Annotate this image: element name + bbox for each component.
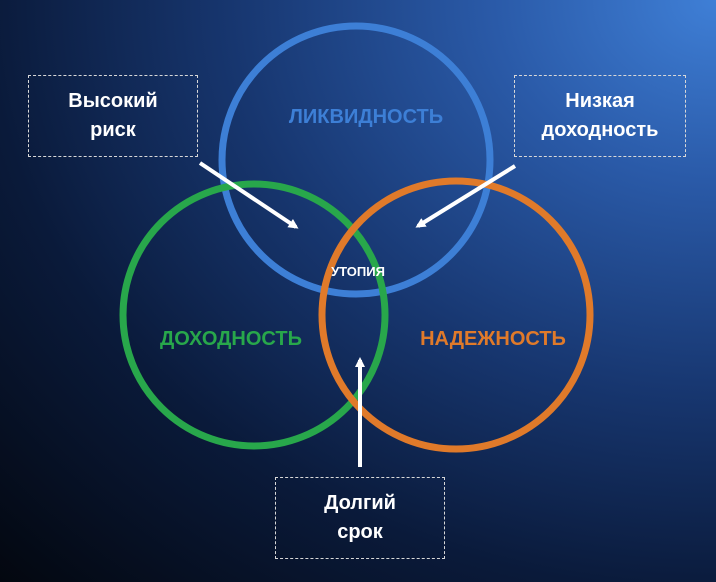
long-term-line1: Долгий bbox=[324, 492, 396, 514]
low-yield-line2: доходность bbox=[541, 119, 659, 141]
utopia-label: УТОПИЯ bbox=[331, 264, 385, 279]
yield-circle bbox=[119, 180, 389, 450]
long-term-callout: Долгий срок bbox=[275, 477, 445, 559]
high-risk-callout: Высокий риск bbox=[28, 75, 198, 157]
reliability-circle bbox=[318, 177, 594, 453]
high-risk-line1: Высокий bbox=[68, 90, 158, 112]
yield-label: ДОХОДНОСТЬ bbox=[160, 328, 302, 350]
liquidity-circle bbox=[218, 22, 494, 298]
high-risk-arrow bbox=[198, 161, 299, 229]
reliability-label: НАДЕЖНОСТЬ bbox=[420, 328, 566, 350]
high-risk-line2: риск bbox=[90, 119, 136, 141]
low-yield-callout: Низкая доходность bbox=[514, 75, 686, 157]
liquidity-label: ЛИКВИДНОСТЬ bbox=[289, 106, 443, 128]
low-yield-arrow bbox=[415, 164, 517, 228]
low-yield-line1: Низкая bbox=[565, 90, 635, 112]
long-term-line2: срок bbox=[337, 521, 383, 543]
